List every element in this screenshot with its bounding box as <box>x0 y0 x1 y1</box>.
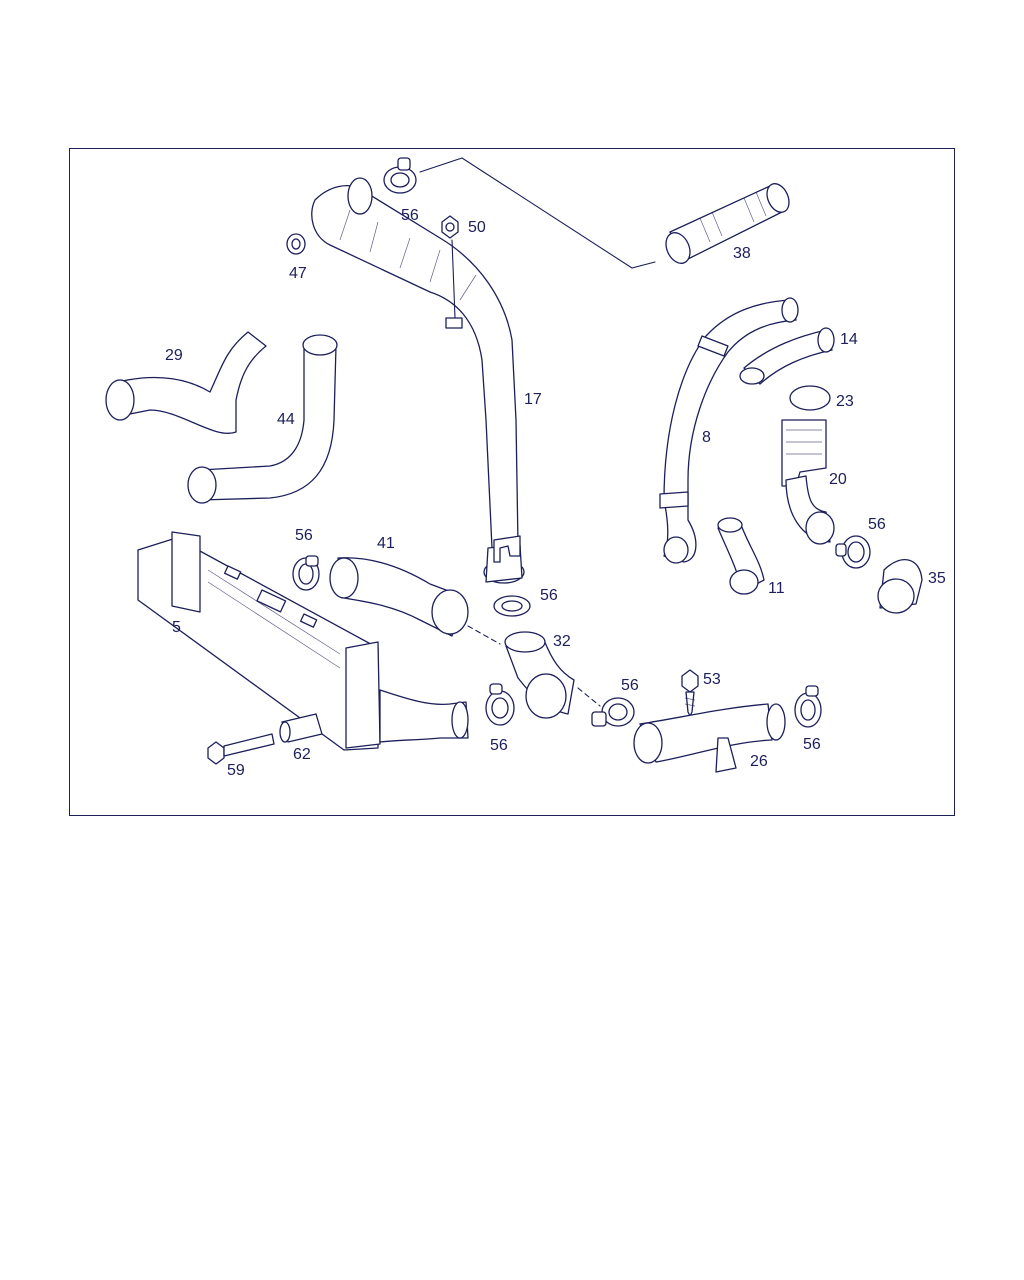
label-26: 26 <box>750 753 768 770</box>
label-5: 5 <box>172 619 181 636</box>
label-56: 56 <box>295 527 313 544</box>
label-50: 50 <box>468 219 486 236</box>
label-56: 56 <box>490 737 508 754</box>
sleeve-62 <box>279 713 323 743</box>
hose-29 <box>105 331 267 434</box>
leader-line-38 <box>419 157 656 269</box>
label-53: 53 <box>703 671 721 688</box>
label-8: 8 <box>702 429 711 446</box>
pipe-26 <box>633 703 786 773</box>
leader-line-41-32 <box>467 625 501 645</box>
clamp-56-lower-right <box>794 685 822 728</box>
oring-23 <box>789 385 831 411</box>
bolt-59 <box>207 733 275 765</box>
clamp-56-right <box>835 535 871 569</box>
label-35: 35 <box>928 570 946 587</box>
clamp-56-lower-left <box>485 683 515 726</box>
label-41: 41 <box>377 535 395 552</box>
clamp-56-top <box>383 157 417 194</box>
diagram-frame <box>69 148 955 816</box>
pipe-44 <box>187 334 338 504</box>
label-47: 47 <box>289 265 307 282</box>
label-20: 20 <box>829 471 847 488</box>
label-17: 17 <box>524 391 542 408</box>
label-56: 56 <box>401 207 419 224</box>
label-56: 56 <box>868 516 886 533</box>
label-23: 23 <box>836 393 854 410</box>
label-59: 59 <box>227 762 245 779</box>
label-56: 56 <box>540 587 558 604</box>
label-44: 44 <box>277 411 295 428</box>
pipe-14 <box>739 327 835 385</box>
intercooler-5 <box>137 531 469 751</box>
hose-41 <box>329 557 469 637</box>
screw-53 <box>681 669 699 717</box>
connector-20 <box>781 419 835 545</box>
part-labels: 56 50 47 38 29 44 17 14 23 8 20 56 35 11… <box>165 207 946 779</box>
hose-8 <box>659 297 799 564</box>
label-11: 11 <box>768 580 785 597</box>
label-32: 32 <box>553 633 571 650</box>
grommet-47 <box>286 233 306 255</box>
hose-38 <box>665 183 790 264</box>
label-14: 14 <box>840 331 858 348</box>
leader-line-32-56 <box>577 687 601 707</box>
clamp-56-centre <box>493 595 531 617</box>
elbow-11 <box>717 517 765 595</box>
elbow-35 <box>877 559 923 614</box>
elbow-32 <box>504 631 575 719</box>
clamp-56-lower-centre <box>591 697 635 727</box>
nut-50 <box>441 215 463 329</box>
clamp-56-mid <box>292 555 320 591</box>
label-29: 29 <box>165 347 183 364</box>
label-56: 56 <box>621 677 639 694</box>
label-38: 38 <box>733 245 751 262</box>
label-56: 56 <box>803 736 821 753</box>
label-62: 62 <box>293 746 311 763</box>
pipe-17 <box>311 177 525 584</box>
